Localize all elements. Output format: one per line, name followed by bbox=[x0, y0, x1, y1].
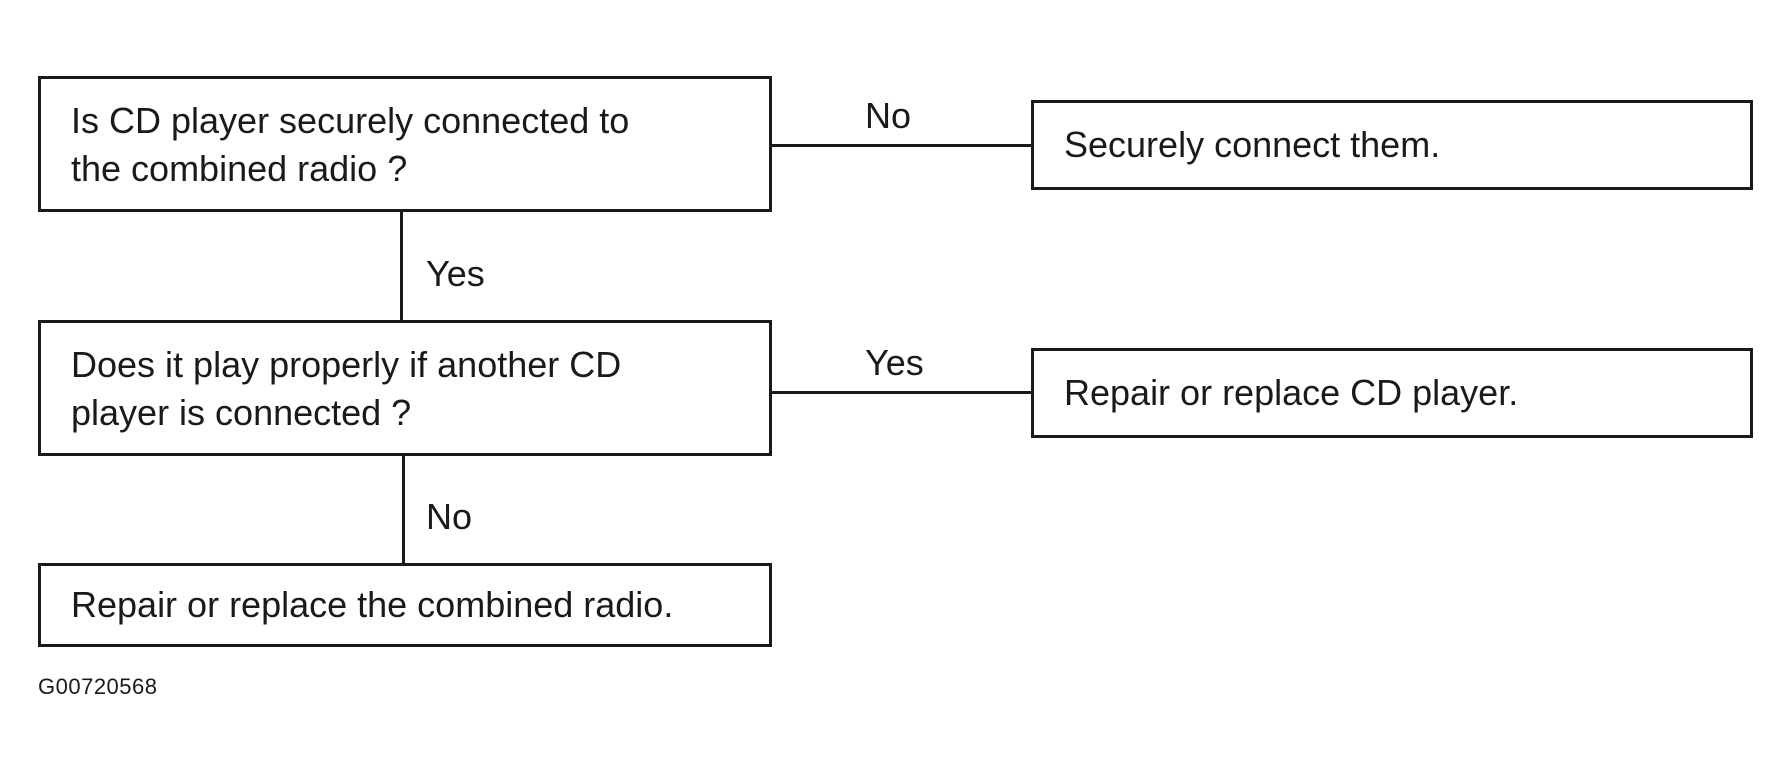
decision-box-cd-connection: Is CD player securely connected to the c… bbox=[38, 76, 772, 212]
decision-text-line: the combined radio ? bbox=[71, 148, 408, 189]
outcome-text: Securely connect them. bbox=[1064, 124, 1441, 165]
outcome-text: Repair or replace the combined radio. bbox=[71, 584, 674, 625]
edge-label-no: No bbox=[865, 95, 912, 136]
decision-text-line: Does it play properly if another CD bbox=[71, 344, 622, 385]
outcome-box-repair-cd-player: Repair or replace CD player. bbox=[1031, 348, 1753, 438]
connector-q1-to-securely-connect bbox=[772, 144, 1031, 147]
figure-id: G00720568 bbox=[38, 674, 158, 699]
edge-label-yes: Yes bbox=[865, 342, 924, 383]
connector-q2-to-repair-combined-radio bbox=[402, 456, 405, 563]
connector-q2-to-repair-cd-player bbox=[772, 391, 1031, 394]
outcome-text: Repair or replace CD player. bbox=[1064, 372, 1519, 413]
decision-text-line: Is CD player securely connected to bbox=[71, 100, 630, 141]
edge-label-no: No bbox=[426, 496, 473, 537]
decision-text-line: player is connected ? bbox=[71, 392, 412, 433]
connector-q1-to-q2 bbox=[400, 212, 403, 320]
outcome-box-repair-combined-radio: Repair or replace the combined radio. bbox=[38, 563, 772, 647]
decision-box-another-cd-player: Does it play properly if another CD play… bbox=[38, 320, 772, 456]
edge-label-yes: Yes bbox=[426, 253, 485, 294]
outcome-box-securely-connect: Securely connect them. bbox=[1031, 100, 1753, 190]
